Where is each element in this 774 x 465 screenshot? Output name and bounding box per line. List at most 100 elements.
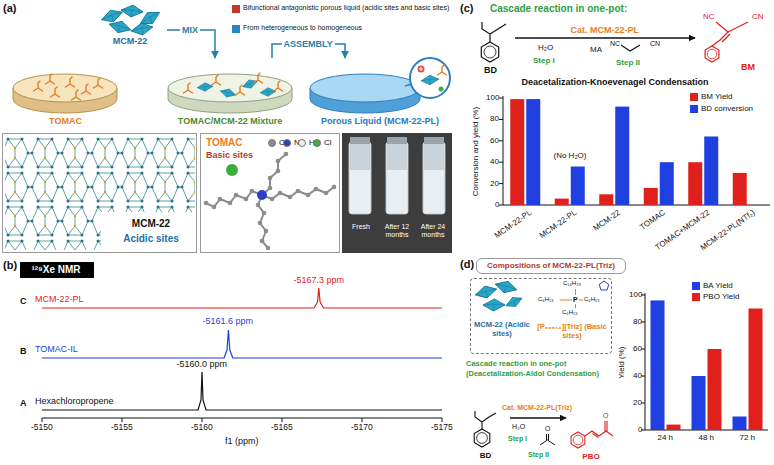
porous-liquid-dish [310, 58, 450, 113]
mixture-dish [236, 85, 245, 95]
vial-photos [350, 137, 370, 144]
panel-letter: (a) [3, 2, 16, 15]
legend-text: Bifunctional antagonistic porous liquid … [243, 4, 453, 12]
vial-photos [424, 137, 444, 144]
legend-item: BM Yield [690, 92, 733, 101]
category-label: MCM-22 [592, 208, 622, 233]
legend-text: BA Yield [703, 281, 733, 290]
atom-label: NC [703, 12, 715, 21]
bar-chart-c [555, 199, 569, 205]
bar-chart-d [708, 349, 722, 430]
trace-name: MCM-22-PL [35, 294, 84, 304]
bar-chart-c [704, 137, 718, 206]
category-label: 72 h [740, 433, 756, 442]
vial-photos [423, 142, 445, 214]
legend-item: Bifunctional antagonistic porous liquid … [232, 4, 453, 13]
trace-name: TOMAC-IL [35, 344, 78, 354]
trace-letter: C [20, 296, 27, 306]
legend-item: PBO Yield [692, 292, 739, 301]
structure-panel: MCM-22Acidic sites [2, 133, 197, 253]
tomac-dish [46, 74, 55, 84]
bar-chart-c [510, 99, 524, 205]
node-text: TOMAC [8, 116, 123, 126]
axis-tick: -5165 [271, 423, 293, 433]
scheme-title: (Deacetalization-Aldol Condensation) [466, 370, 599, 379]
node-text: TOMAC/MCM-22 Mixture [160, 116, 300, 126]
tomac-dish [51, 87, 60, 97]
bar-chart-c [599, 194, 613, 205]
mixture-dish [274, 81, 283, 91]
edge-label: Cat. MCM-22-PL [571, 25, 640, 35]
bd-molecule-d [474, 411, 496, 447]
bd-molecule [482, 22, 506, 42]
step-label: Step II [616, 58, 640, 67]
mcm22-framework [5, 136, 195, 250]
bd-molecule [481, 22, 506, 62]
legend-item: BD conversion [690, 104, 753, 113]
title-badge: ¹²⁹Xe NMR [20, 262, 94, 278]
axis-title: Conversion and yield (%) [471, 106, 480, 195]
node-text: After 24 months [416, 223, 450, 239]
legend-text: From heterogeneous to homogeneous [243, 24, 362, 32]
composition-art [494, 278, 519, 297]
axis-tick: -5150 [31, 423, 53, 433]
axis-tick: 60 [490, 136, 499, 145]
legend-swatch [232, 25, 240, 33]
zeolite-crystals [100, 3, 163, 36]
axis-tick: 20 [490, 179, 499, 188]
atom-label: NC [610, 40, 620, 48]
composition-art [483, 298, 506, 312]
bd-molecule [481, 42, 498, 62]
mcm22-framework [5, 136, 195, 212]
dish: TOMAC [8, 58, 125, 130]
bar-chart-d [733, 417, 747, 431]
tomac-dish [82, 84, 91, 94]
axis-tick: 60 [633, 344, 642, 353]
legend-swatch [268, 139, 276, 147]
edge-label: Cat. MCM-22-PL(Triz) [502, 404, 572, 412]
porous-liquid-dish [421, 75, 439, 85]
bd-molecule-d [477, 433, 488, 444]
legend-swatch [692, 293, 700, 301]
bar-chart-c [571, 167, 585, 206]
zeolite-crystals [108, 18, 133, 37]
tomac-molecule [206, 191, 262, 207]
vial-photos [342, 133, 452, 253]
node-text: ¹²⁹Xe NMR [20, 264, 92, 276]
panel-letter: (b) [3, 259, 17, 272]
vial-photos [342, 133, 452, 253]
scheme-title: Cascade reaction in one-pot [466, 360, 566, 369]
legend-item: From heterogeneous to homogeneous [232, 24, 362, 33]
axis-tick: -5175 [431, 423, 453, 433]
porous-liquid-dish [419, 67, 423, 71]
bar-chart-c [688, 162, 702, 205]
node-text: BD [463, 451, 508, 460]
axis-tick: 80 [490, 114, 499, 123]
vial-photos [386, 142, 408, 214]
peak-value: -5167.3 ppm [294, 275, 345, 285]
composition-box: MCM-22 (Acidic sites)[P₆₆₆₁₄][Triz] (Bas… [470, 278, 612, 354]
malononitrile [621, 45, 640, 51]
tomac-dish [66, 77, 75, 87]
tomac-dish [34, 81, 43, 91]
pbo-molecule [571, 421, 613, 448]
bar-chart-c [615, 107, 629, 205]
nmr-spectra [42, 418, 442, 422]
tomac-molecule [258, 195, 268, 248]
mixture-dish [168, 73, 292, 113]
bar-chart-c [526, 99, 540, 205]
photo-panel: FreshAfter 12 monthsAfter 24 months [342, 133, 452, 253]
axis-tick: 100 [486, 93, 499, 102]
node-text: BM [733, 62, 763, 72]
tomac-molecule [262, 154, 286, 195]
atom-label: O [603, 412, 608, 420]
reagent: MA [590, 45, 602, 54]
vial-photos [387, 137, 407, 144]
node-text: Basic sites [206, 150, 266, 160]
axis-tick: 80 [633, 317, 642, 326]
reagent: H₂O [538, 43, 553, 52]
legend-swatch [690, 105, 698, 113]
dish: Porous Liquid (MCM-22-PL) [305, 58, 457, 130]
tomac-dish [13, 74, 117, 102]
bar-chart-d [641, 293, 768, 430]
